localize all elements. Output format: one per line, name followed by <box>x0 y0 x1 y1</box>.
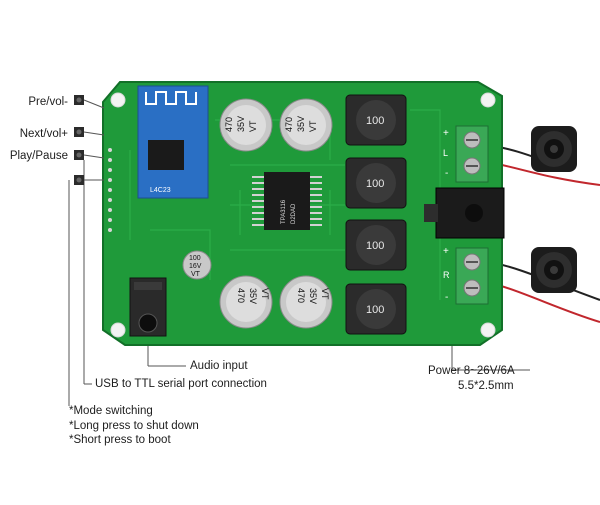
button-prev-icon <box>74 95 84 105</box>
label-next-vol: Next/vol+ <box>19 128 68 140</box>
cap-marking-2: 35V <box>236 116 246 132</box>
cap-marking-9: VT <box>260 288 270 300</box>
audio-input-jack <box>129 277 167 337</box>
note-short-press: *Short press to boot <box>69 434 171 446</box>
capacitor-small: 100 16V VT <box>182 250 212 280</box>
capacitor-top-right: 470 35V VT <box>279 98 333 152</box>
capacitor-top-left: 470 35V VT <box>219 98 273 152</box>
amplifier-chip: TPA3116 D2DAD <box>252 172 322 230</box>
terminal-bottom-plus: + <box>443 246 449 257</box>
capacitor-bottom-right: 470 35V VT <box>279 275 333 329</box>
terminal-bottom-minus: - <box>445 292 448 303</box>
note-mode-switching: *Mode switching <box>69 405 153 417</box>
bt-module-marking: L4C23 <box>150 187 171 194</box>
cap-marking-12: VT <box>320 288 330 300</box>
inductor-2: 100 <box>345 157 407 209</box>
small-cap-marking-3: VT <box>191 271 201 278</box>
inductor-marking-4: 100 <box>366 304 384 316</box>
cap-marking-11: 35V <box>308 288 318 304</box>
inductor-4: 100 <box>345 283 407 335</box>
note-long-press: *Long press to shut down <box>69 419 199 432</box>
cap-marking-7: 470 <box>236 288 246 303</box>
speaker-bottom-icon <box>531 247 577 293</box>
cap-marking-5: 35V <box>296 116 306 132</box>
label-power: Power 8~26V/6A <box>428 365 515 377</box>
speaker-top-icon <box>531 126 577 172</box>
cap-marking-1: 470 <box>224 117 234 132</box>
label-play-pause: Play/Pause <box>9 150 68 162</box>
terminal-block-bottom: + - R <box>443 246 489 305</box>
cap-marking-8: 35V <box>248 288 258 304</box>
cap-marking-10: 470 <box>296 288 306 303</box>
button-play-icon <box>74 150 84 160</box>
inductor-marking-3: 100 <box>366 240 384 252</box>
terminal-block-top: + - L <box>443 125 489 183</box>
label-usb-ttl: USB to TTL serial port connection <box>95 378 267 390</box>
capacitor-bottom-left: 470 35V VT <box>219 275 273 329</box>
button-next-icon <box>74 127 84 137</box>
cap-marking-3: VT <box>248 120 258 132</box>
label-prev-vol: Pre/vol- <box>28 96 68 108</box>
inductor-3: 100 <box>345 219 407 271</box>
label-audio-input: Audio input <box>190 360 248 372</box>
label-power-jack-size: 5.5*2.5mm <box>458 380 514 392</box>
terminal-top-minus: - <box>445 168 448 179</box>
inductor-marking-1: 100 <box>366 115 384 127</box>
small-cap-marking-2: 16V <box>189 263 202 270</box>
button-mode-icon <box>74 175 84 185</box>
small-cap-marking-1: 100 <box>189 255 201 262</box>
bluetooth-module: L4C23 <box>137 85 209 199</box>
terminal-top-plus: + <box>443 128 449 139</box>
inductor-1: 100 <box>345 94 407 146</box>
chip-marking-1: TPA3116 <box>281 199 287 224</box>
cap-marking-6: VT <box>308 120 318 132</box>
cap-marking-4: 470 <box>284 117 294 132</box>
inductor-marking-2: 100 <box>366 178 384 190</box>
dc-power-jack <box>424 187 505 239</box>
terminal-right-label: R <box>443 270 450 280</box>
chip-marking-2: D2DAD <box>291 203 297 224</box>
terminal-left-label: L <box>443 148 448 158</box>
mode-switch-notes: *Mode switching *Long press to shut down… <box>69 404 199 448</box>
